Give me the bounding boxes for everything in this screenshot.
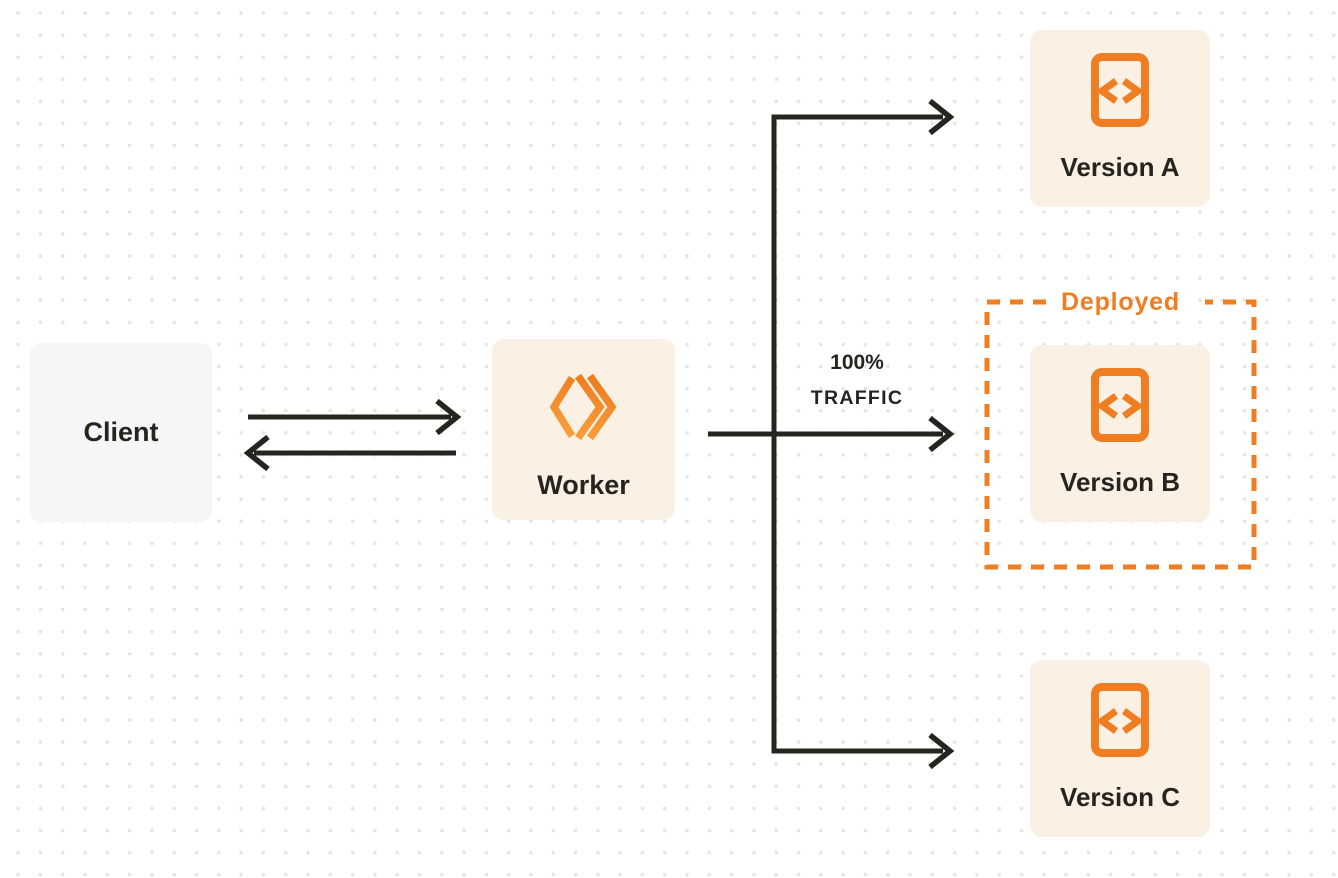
client-label: Client xyxy=(83,416,159,447)
arrow-to-version-a-head xyxy=(928,98,955,136)
version-c-label: Version C xyxy=(1060,782,1180,812)
traffic-word-text: TRAFFIC xyxy=(810,387,904,409)
code-file-icon xyxy=(1091,53,1149,127)
version-b-node: Version B xyxy=(1030,345,1210,522)
version-c-node: Version C xyxy=(1030,660,1210,837)
traffic-percent-text: 100% xyxy=(830,351,884,374)
worker-node: Worker xyxy=(492,339,675,520)
client-node: Client xyxy=(30,343,212,522)
arrow-to-version-c-head xyxy=(928,732,955,770)
version-b-label: Version B xyxy=(1060,467,1180,497)
version-a-node: Version A xyxy=(1030,30,1210,207)
traffic-branch-trunk-line xyxy=(771,114,943,754)
arrow-client-to-worker-head xyxy=(435,398,462,436)
worker-label: Worker xyxy=(537,470,630,500)
code-file-icon xyxy=(1091,368,1149,442)
arrow-to-version-b-head xyxy=(928,415,955,453)
deployed-badge-label: Deployed xyxy=(1061,288,1180,316)
traffic-annotation: 100% TRAFFIC xyxy=(775,351,939,409)
cloudflare-workers-logo-icon xyxy=(549,373,617,441)
code-file-icon xyxy=(1091,683,1149,757)
arrow-worker-to-client-head xyxy=(243,434,270,472)
version-a-label: Version A xyxy=(1060,152,1180,182)
